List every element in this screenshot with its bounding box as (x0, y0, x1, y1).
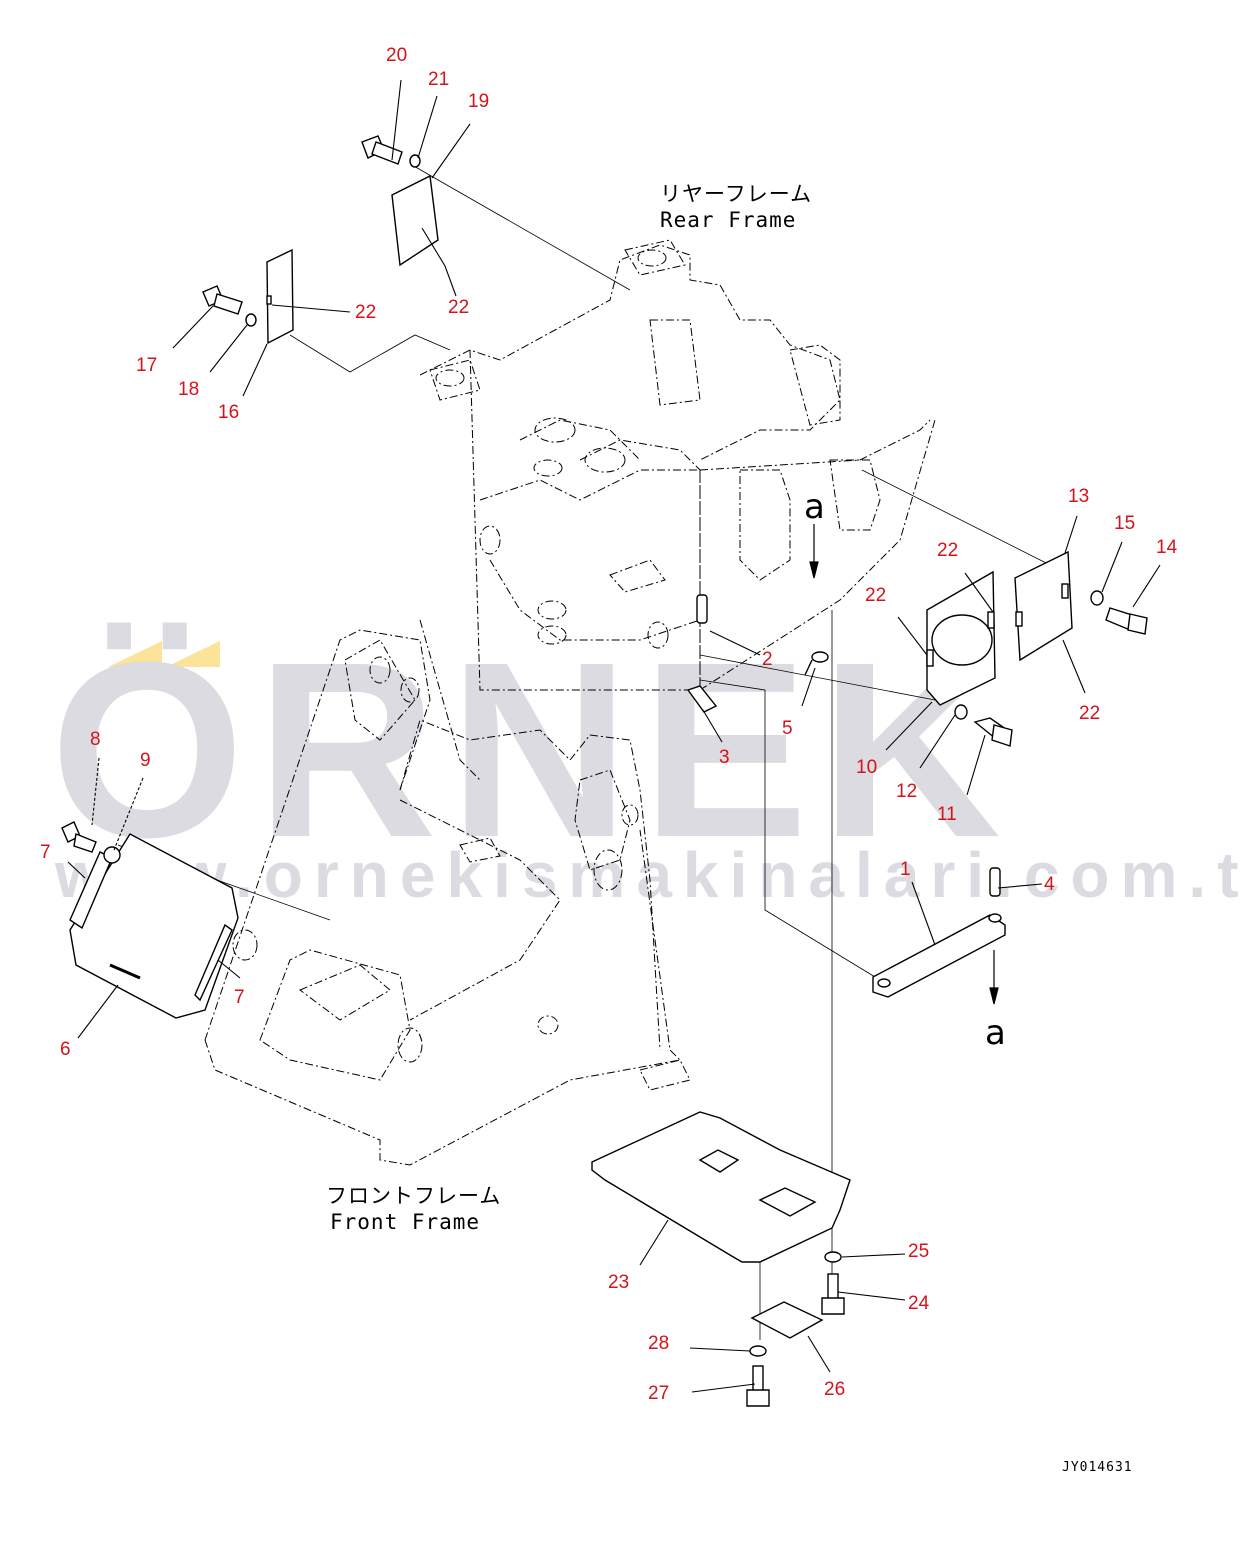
callout-leaders (67, 79, 1161, 1393)
callout-28: 28 (648, 1333, 670, 1354)
watermark-brand: ÖRNEK (50, 610, 1013, 889)
callout-7: 7 (40, 842, 51, 863)
part-17-bolt (202, 285, 243, 315)
part-20-bolt (361, 135, 403, 165)
callout-20: 20 (386, 45, 408, 66)
callout-1: 1 (900, 859, 911, 880)
rear-frame-label-en: Rear Frame (660, 208, 797, 232)
callout-11: 11 (937, 804, 957, 825)
part-12-washer (954, 704, 968, 720)
callout-9: 9 (140, 750, 151, 771)
rear-frame-label-jp: リヤーフレーム (660, 182, 813, 206)
callout-2: 2 (762, 649, 773, 670)
front-frame-label-en: Front Frame (330, 1210, 481, 1234)
callout-22: 22 (865, 585, 887, 606)
callout-6: 6 (60, 1039, 71, 1060)
callout-22: 22 (937, 540, 959, 561)
reference-mark-a-top: a (804, 487, 825, 527)
part-21-washer (409, 154, 421, 168)
callout-17: 17 (136, 355, 158, 376)
part-14-bolt (1105, 607, 1148, 635)
part-8-bolt (61, 821, 97, 853)
callout-13: 13 (1068, 486, 1090, 507)
part-3-pin (686, 685, 718, 713)
callout-7: 7 (234, 987, 245, 1008)
callout-23: 23 (608, 1272, 630, 1293)
callout-25: 25 (908, 1241, 930, 1262)
part-4-pin (989, 867, 1001, 897)
front-frame (204, 619, 691, 1166)
reference-mark-a-bottom: a (985, 1013, 1006, 1053)
part-10-cover-plate (926, 570, 996, 706)
part-23-under-guard (591, 1111, 851, 1263)
callout-5: 5 (782, 718, 793, 739)
part-18-washer (245, 313, 257, 327)
drawing-id: JY014631 (1062, 1460, 1133, 1475)
callout-22: 22 (448, 297, 470, 318)
part-1-link-bar (872, 913, 1006, 998)
callout-4: 4 (1044, 874, 1055, 895)
part-6-cover-plate (69, 833, 239, 1019)
callout-22: 22 (355, 302, 377, 323)
part-27-bolt (746, 1365, 770, 1407)
callout-27: 27 (648, 1383, 670, 1404)
part-15-washer (1090, 590, 1104, 606)
callout-26: 26 (824, 1379, 846, 1400)
callout-8: 8 (90, 729, 101, 750)
part-9-washer (103, 846, 121, 864)
part-24-bolt (821, 1273, 845, 1315)
part-13-cover-plate (1014, 550, 1073, 662)
callout-3: 3 (719, 747, 730, 768)
part-25-washer (824, 1251, 842, 1263)
part-28-washer (749, 1345, 767, 1357)
front-frame-label-jp: フロントフレーム (326, 1184, 502, 1208)
callout-24: 24 (908, 1293, 930, 1314)
reference-arrow-icon (809, 524, 999, 1005)
part-11-bolt (973, 717, 1013, 747)
rear-frame (419, 239, 936, 691)
callout-10: 10 (856, 757, 878, 778)
callout-21: 21 (428, 69, 450, 90)
part-5-lock-pin (804, 651, 829, 676)
part-19-cover-plate (391, 174, 439, 267)
callout-16: 16 (218, 402, 240, 423)
callout-15: 15 (1114, 513, 1136, 534)
part-7-bracket (69, 851, 233, 1002)
part-16-cover-plate (266, 248, 294, 345)
callout-19: 19 (468, 91, 490, 112)
callout-12: 12 (896, 781, 918, 802)
callout-18: 18 (178, 379, 200, 400)
part-26-plate (750, 1301, 824, 1339)
callout-22: 22 (1079, 703, 1101, 724)
part-2-pin (696, 594, 708, 624)
callout-14: 14 (1156, 537, 1178, 558)
